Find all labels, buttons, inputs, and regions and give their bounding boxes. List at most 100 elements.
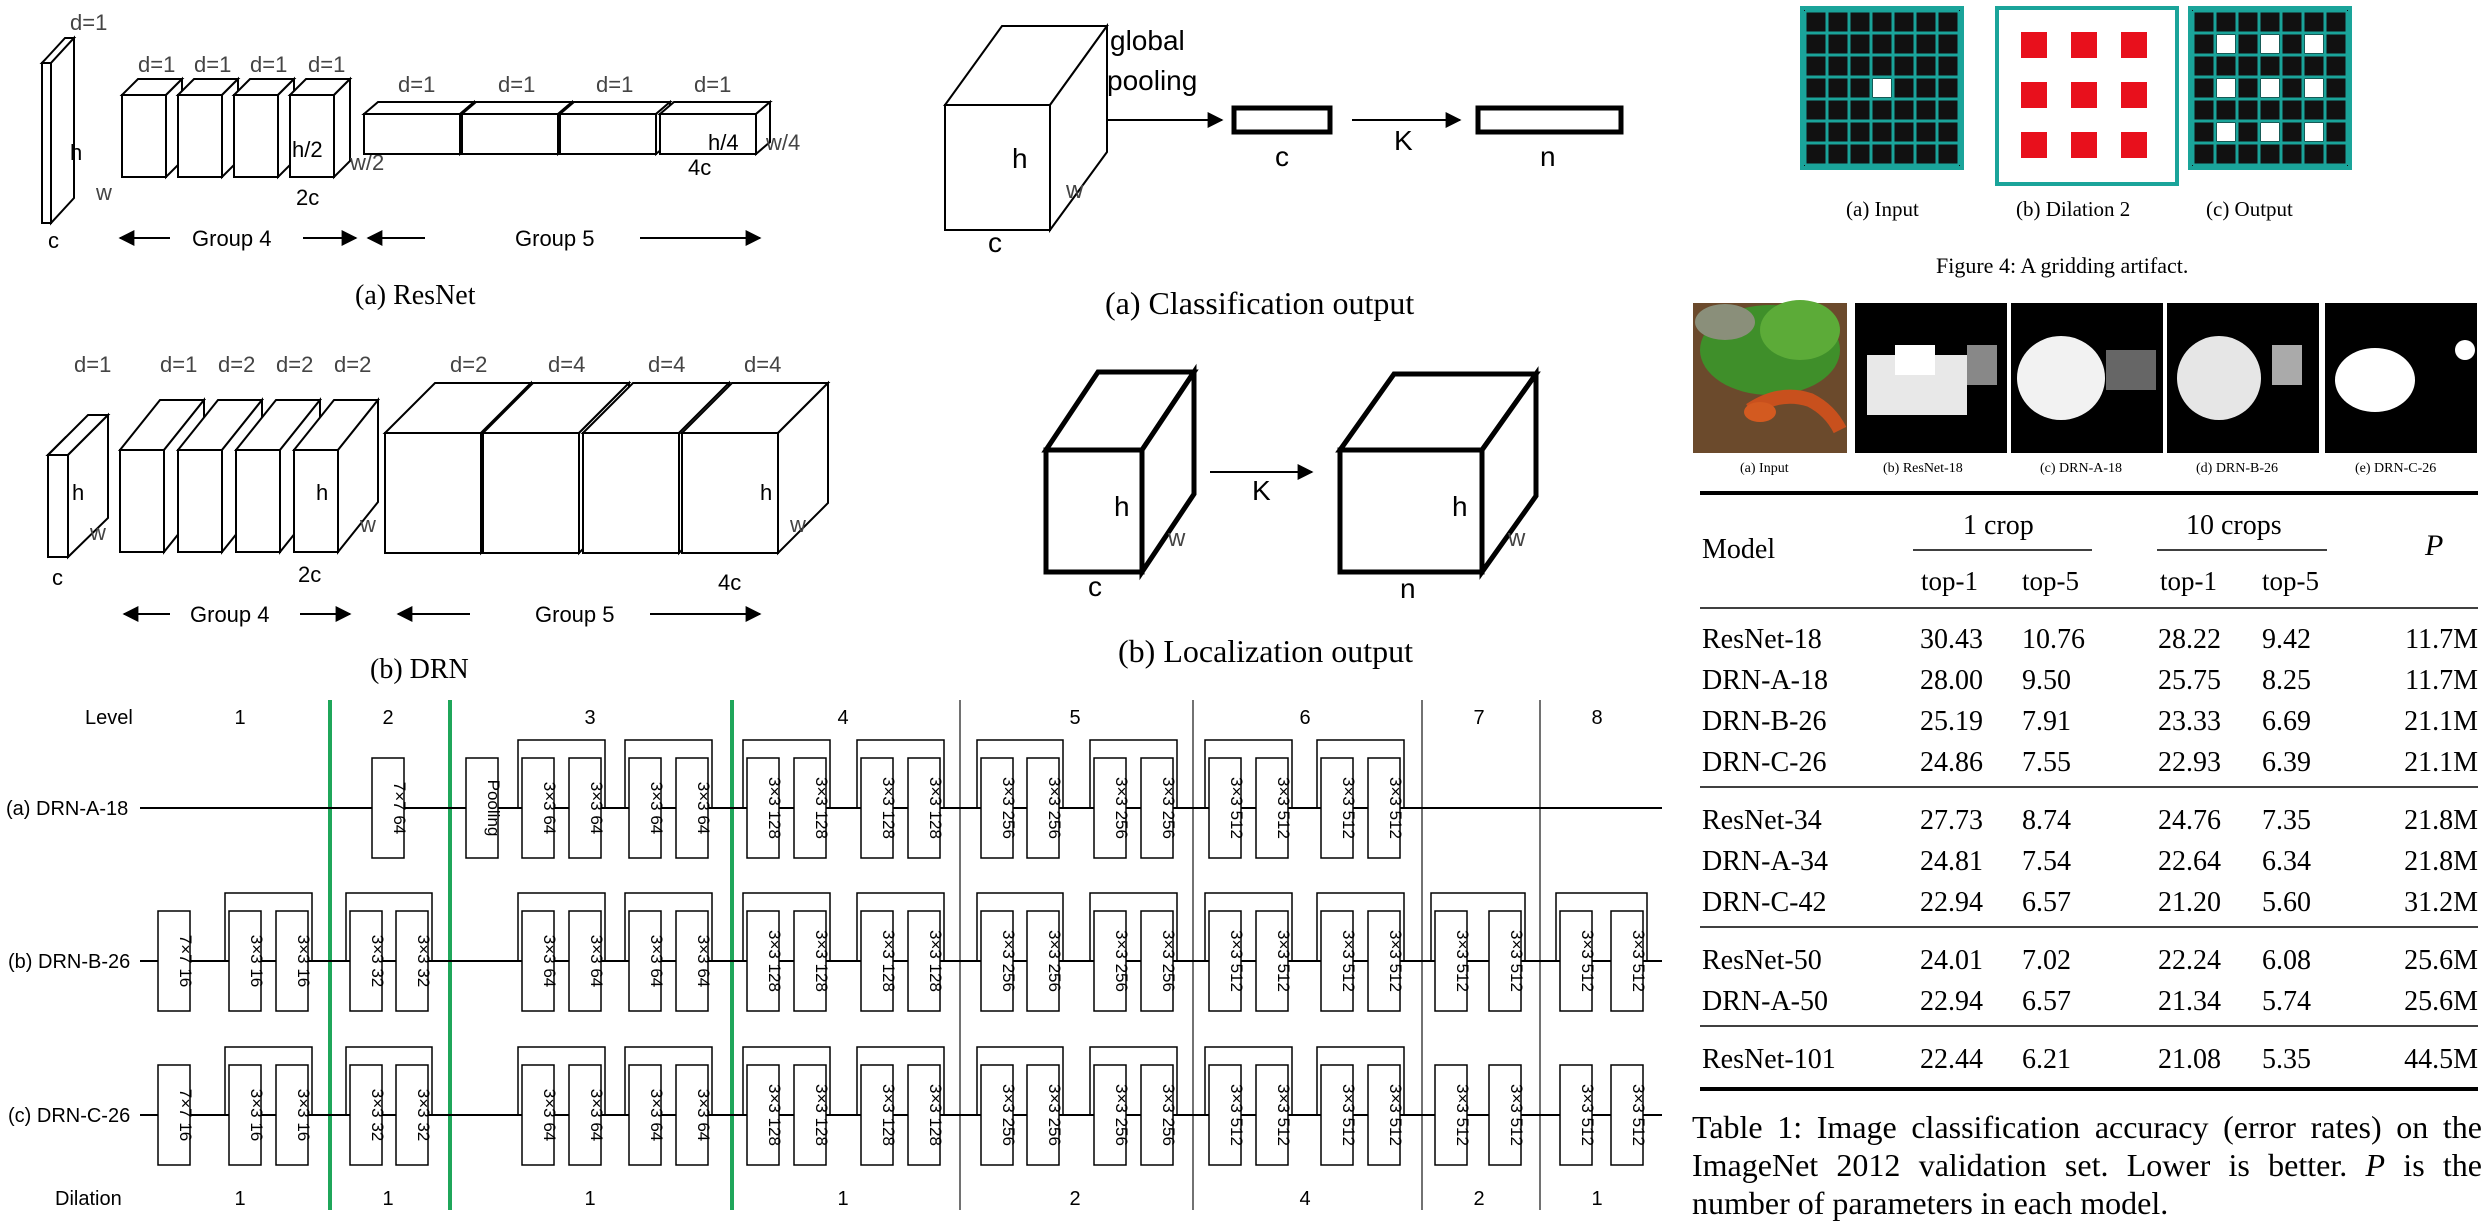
grid-cell [1939, 123, 1957, 141]
residual-bracket [1204, 1046, 1293, 1115]
conv-layer-rect [395, 1064, 429, 1166]
class-c: c [988, 227, 1002, 258]
conv-layer-box: 3×3 16 [275, 1064, 313, 1166]
conv-layer-rect [1093, 757, 1127, 859]
grid-cell [2239, 101, 2257, 119]
table-value-cell: 6.39 [2262, 747, 2311, 778]
conv-layer-rect [465, 757, 499, 859]
table-value-cell: 5.60 [2262, 887, 2311, 918]
table-10crop-header: 10 crops [2186, 510, 2282, 541]
residual-bracket [624, 1046, 713, 1115]
table-value-cell: 22.44 [1920, 1044, 1983, 1075]
conv-layer-rect [1026, 757, 1060, 859]
conv-layer-label: 3×3 128 [926, 777, 945, 839]
residual-bracket [856, 1046, 945, 1115]
table-value-cell: 7.35 [2262, 805, 2311, 836]
conv-layer-rect [521, 757, 555, 859]
table-model-cell: DRN-C-42 [1702, 887, 1826, 918]
grid-cell [2195, 123, 2213, 141]
residual-bracket [624, 892, 713, 961]
conv-layer-rect [980, 910, 1014, 1012]
conv-layer-label: 3×3 64 [587, 782, 606, 834]
conv-layer-label: 3×3 128 [812, 777, 831, 839]
dilation-number: 1 [382, 1188, 393, 1210]
loc-n: n [1400, 573, 1416, 604]
grid-cell [1895, 35, 1913, 53]
resnet-group4-blocks [119, 76, 353, 180]
grid-cell [2195, 101, 2213, 119]
residual-bracket [1316, 892, 1405, 961]
conv-layer-rect [746, 910, 780, 1012]
level-number: 5 [1069, 707, 1080, 729]
act-sub-b: (b) ResNet-18 [1883, 461, 1963, 476]
class-n: n [1540, 141, 1556, 172]
residual-bracket [1316, 739, 1405, 808]
drn-g5-w: w [789, 512, 806, 537]
drn-group4-blocks [117, 397, 381, 555]
conv-layer-box: 3×3 512 [1488, 1064, 1526, 1166]
grid-cell [1807, 145, 1825, 163]
table-value-cell: 25.6M [2404, 986, 2478, 1017]
conv-layer-label: 3×3 512 [1386, 1084, 1405, 1146]
table-value-cell: 22.94 [1920, 887, 1983, 918]
conv-layer-label: 3×3 256 [1112, 1084, 1131, 1146]
drn-g4-d1: d=1 [160, 352, 197, 377]
grid-cell [2327, 79, 2345, 97]
conv-layer-label: 3×3 512 [1274, 930, 1293, 992]
table-value-cell: 25.6M [2404, 945, 2478, 976]
conv-layer-label: 3×3 16 [247, 935, 266, 987]
conv-layer-box: 3×3 512 [1320, 1064, 1358, 1166]
dilation-tap [2021, 82, 2047, 108]
grid-cell [1829, 79, 1847, 97]
conv-layer-label: 3×3 64 [694, 782, 713, 834]
conv-layer-rect [746, 757, 780, 859]
conv-layer-box: 3×3 64 [568, 1064, 606, 1166]
conv-layer-label: 3×3 128 [879, 1084, 898, 1146]
drn-4c: 4c [718, 570, 741, 595]
drn-g4-d4: d=2 [334, 352, 371, 377]
conv-layer-box: 3×3 256 [980, 757, 1018, 859]
conv-layer-box: 3×3 32 [395, 1064, 433, 1166]
conv-layer-box: 3×3 256 [980, 910, 1018, 1012]
residual-bracket [224, 892, 313, 961]
resnet-h2: h/2 [292, 137, 323, 162]
grid-cell [1873, 13, 1891, 31]
conv-layer-box: 3×3 512 [1610, 1064, 1648, 1166]
conv-layer-label: 7×7 16 [176, 935, 195, 987]
grid-cell [1873, 101, 1891, 119]
class-pool-1: global [1110, 25, 1185, 56]
grid-cell [1895, 79, 1913, 97]
class-output-vector [1475, 105, 1624, 135]
activation-blob [2335, 348, 2415, 412]
grid-cell [2195, 79, 2213, 97]
conv-layer-rect [1367, 757, 1401, 859]
table-model-header: Model [1702, 534, 1775, 565]
table-value-cell: 21.8M [2404, 805, 2478, 836]
arch-level-label: Level [85, 707, 133, 729]
conv-layer-rect [1320, 910, 1354, 1012]
conv-layer-rect [1488, 1064, 1522, 1166]
conv-layer-rect [1610, 910, 1644, 1012]
conv-layer-rect [907, 910, 941, 1012]
conv-layer-rect [228, 910, 262, 1012]
conv-layer-label: 3×3 128 [765, 1084, 784, 1146]
activation-map [2167, 303, 2319, 453]
conv-layer-box: 3×3 256 [1093, 1064, 1131, 1166]
conv-layer-label: 3×3 512 [1629, 1084, 1648, 1146]
level-number: 1 [234, 707, 245, 729]
class-h: h [1012, 143, 1028, 174]
conv-layer-box: 3×3 256 [1026, 910, 1064, 1012]
conv-layer-box: 3×3 32 [349, 1064, 387, 1166]
grid-cell [2261, 101, 2279, 119]
conv-layer-rect [793, 757, 827, 859]
grid-cell [2261, 35, 2279, 53]
residual-bracket [742, 739, 831, 808]
grid-cell [1895, 123, 1913, 141]
conv-layer-label: 3×3 16 [294, 935, 313, 987]
conv-layer-box: 3×3 512 [1367, 757, 1405, 859]
resnet-d-top: d=1 [70, 10, 107, 35]
conv-layer-label: 3×3 64 [647, 782, 666, 834]
activation-blob [1967, 345, 1997, 385]
act-sub-a: (a) Input [1740, 461, 1789, 476]
activation-blob [2455, 340, 2475, 360]
